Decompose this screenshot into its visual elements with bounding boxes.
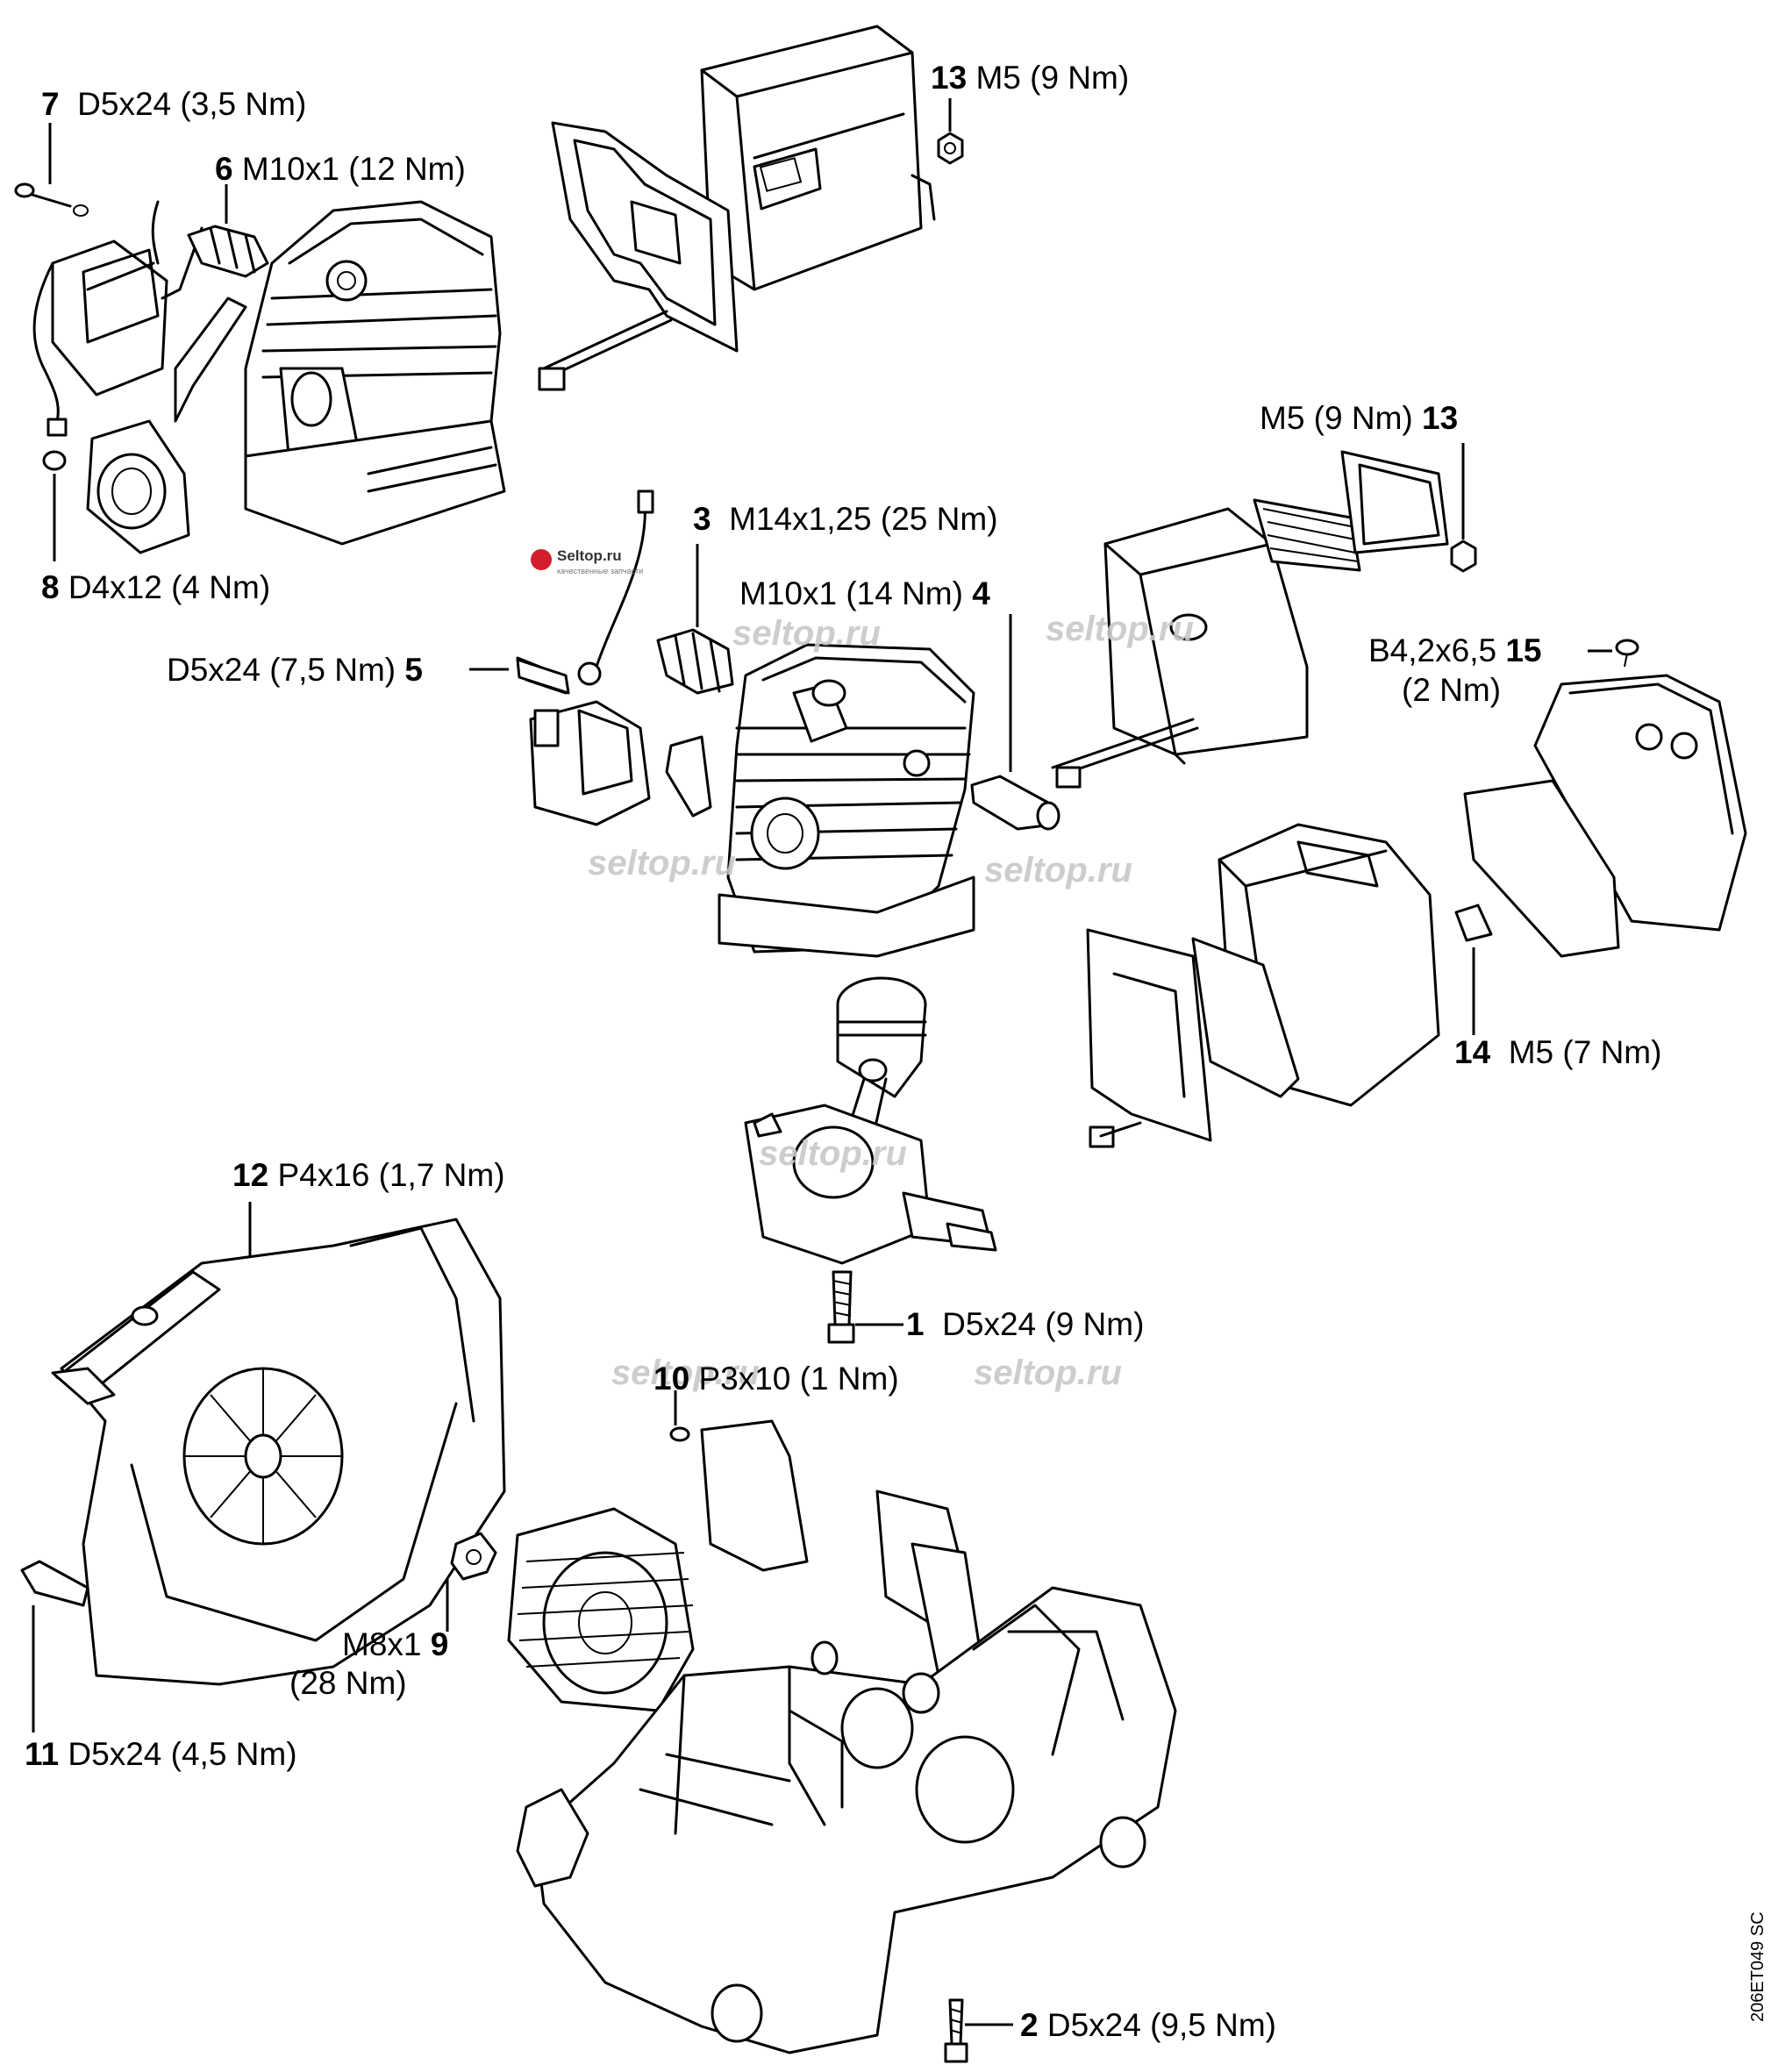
label-part-8: 8 D4x12 (4 Nm) bbox=[41, 568, 270, 607]
part-spec: P3x10 (1 Nm) bbox=[698, 1361, 899, 1397]
part-spec: M5 (9 Nm) bbox=[975, 60, 1130, 96]
part-spec: D5x24 (4,5 Nm) bbox=[68, 1736, 297, 1772]
part-spec: M5 (9 Nm) bbox=[1260, 400, 1413, 436]
part-spec: D5x24 (9 Nm) bbox=[942, 1306, 1145, 1342]
part-spec: P4x16 (1,7 Nm) bbox=[277, 1157, 505, 1193]
part-spec: D4x12 (4 Nm) bbox=[68, 569, 271, 605]
part-number: 13 bbox=[931, 60, 968, 96]
label-part-7: 7 D5x24 (3,5 Nm) bbox=[41, 85, 306, 124]
logo-subtitle: качественные запчасти bbox=[557, 567, 644, 575]
intake-flange bbox=[42, 419, 190, 561]
part-spec: M10x1 (12 Nm) bbox=[241, 151, 466, 187]
label-part-6: 6 M10x1 (12 Nm) bbox=[215, 150, 466, 189]
screw-15 bbox=[1588, 639, 1639, 668]
part-spec: M14x1,25 (25 Nm) bbox=[729, 501, 998, 537]
label-part-12: 12 P4x16 (1,7 Nm) bbox=[232, 1156, 505, 1195]
label-part-13-top: 13 M5 (9 Nm) bbox=[931, 59, 1129, 97]
nut-9 bbox=[446, 1532, 497, 1632]
baffle-plate bbox=[700, 1419, 984, 1677]
watermark: seltop.ru bbox=[611, 1354, 760, 1392]
part-number: 15 bbox=[1505, 632, 1542, 668]
part-number: 11 bbox=[25, 1736, 60, 1772]
part-number: 5 bbox=[404, 652, 423, 688]
gasket-plate-top bbox=[538, 121, 739, 391]
spark-plug-3 bbox=[656, 544, 734, 695]
watermark: seltop.ru bbox=[984, 851, 1132, 890]
part-spec: M8x1 bbox=[342, 1626, 422, 1662]
part-spec: D5x24 (3,5 Nm) bbox=[77, 86, 307, 122]
piston-crankshaft bbox=[744, 976, 997, 1265]
part-spec: M5 (7 Nm) bbox=[1508, 1034, 1662, 1070]
bolt-5 bbox=[516, 658, 570, 695]
logo-mark-icon bbox=[531, 549, 552, 570]
flywheel bbox=[507, 1507, 695, 1712]
part-number: 4 bbox=[972, 575, 990, 611]
crankcase bbox=[516, 1586, 1177, 2054]
label-part-5: D5x24 (7,5 Nm) 5 bbox=[167, 651, 423, 689]
decompression-valve-4 bbox=[970, 614, 1060, 831]
part-number: 10 bbox=[653, 1361, 690, 1397]
part-number: 9 bbox=[430, 1626, 449, 1662]
part-number: 14 bbox=[1454, 1034, 1491, 1070]
label-part-11: 11 D5x24 (4,5 Nm) bbox=[25, 1735, 297, 1774]
watermark: seltop.ru bbox=[588, 844, 736, 882]
bolt-11 bbox=[20, 1560, 89, 1733]
part-spec: M10x1 (14 Nm) bbox=[739, 575, 963, 611]
watermark: seltop.ru bbox=[759, 1134, 907, 1173]
screw-2 bbox=[944, 1998, 1013, 2063]
watermark: seltop.ru bbox=[974, 1354, 1122, 1392]
nut-13-mid bbox=[1450, 443, 1477, 573]
label-part-13-mid: M5 (9 Nm) 13 bbox=[1260, 399, 1458, 438]
sleeve-14 bbox=[1454, 904, 1493, 1035]
part-number: 1 bbox=[906, 1306, 925, 1342]
starter-cover bbox=[51, 1202, 506, 1686]
screw-10 bbox=[669, 1390, 690, 1442]
part-number: 13 bbox=[1422, 400, 1459, 436]
logo-title: Seltop.ru bbox=[557, 547, 622, 564]
part-number: 12 bbox=[232, 1157, 269, 1193]
nut-13-top bbox=[937, 98, 964, 165]
label-part-15: B4,2x6,5 15 bbox=[1368, 632, 1542, 670]
ignition-module-top bbox=[14, 123, 247, 437]
muffler-top bbox=[700, 25, 936, 291]
part-number: 8 bbox=[41, 569, 60, 605]
watermark: seltop.ru bbox=[1046, 610, 1194, 648]
label-part-1: 1 D5x24 (9 Nm) bbox=[906, 1305, 1144, 1344]
label-part-14: 14 M5 (7 Nm) bbox=[1454, 1033, 1661, 1072]
part-spec: D5x24 (7,5 Nm) bbox=[167, 652, 396, 688]
part-number: 6 bbox=[215, 151, 233, 187]
seltop-logo: Seltop.ru качественные запчасти bbox=[531, 547, 653, 586]
screw-1 bbox=[827, 1270, 903, 1344]
cylinder-mid bbox=[718, 643, 975, 958]
label-part-9: M8x1 9 bbox=[342, 1625, 448, 1664]
label-part-10: 10 P3x10 (1 Nm) bbox=[653, 1360, 899, 1398]
filter-cover bbox=[1463, 674, 1747, 958]
part-number: 2 bbox=[1020, 2007, 1039, 2043]
part-spec: B4,2x6,5 bbox=[1368, 632, 1497, 668]
spark-plug-6 bbox=[187, 184, 269, 278]
label-part-4: M10x1 (14 Nm) 4 bbox=[739, 575, 990, 613]
part-spec: D5x24 (9,5 Nm) bbox=[1046, 2007, 1276, 2043]
part-number: 7 bbox=[41, 86, 60, 122]
watermark: seltop.ru bbox=[732, 614, 881, 653]
label-part-2: 2 D5x24 (9,5 Nm) bbox=[1020, 2006, 1276, 2045]
part-number: 3 bbox=[693, 501, 711, 537]
muffler-mid bbox=[1051, 450, 1449, 789]
label-part-3: 3 M14x1,25 (25 Nm) bbox=[693, 500, 998, 539]
muffler-lower bbox=[1086, 823, 1440, 1148]
drawing-code: 206ET049 SC bbox=[1748, 1911, 1767, 2022]
cylinder-top bbox=[244, 200, 506, 546]
label-part-9-torque: (28 Nm) bbox=[289, 1665, 407, 1701]
label-part-15-torque: (2 Nm) bbox=[1402, 672, 1502, 708]
